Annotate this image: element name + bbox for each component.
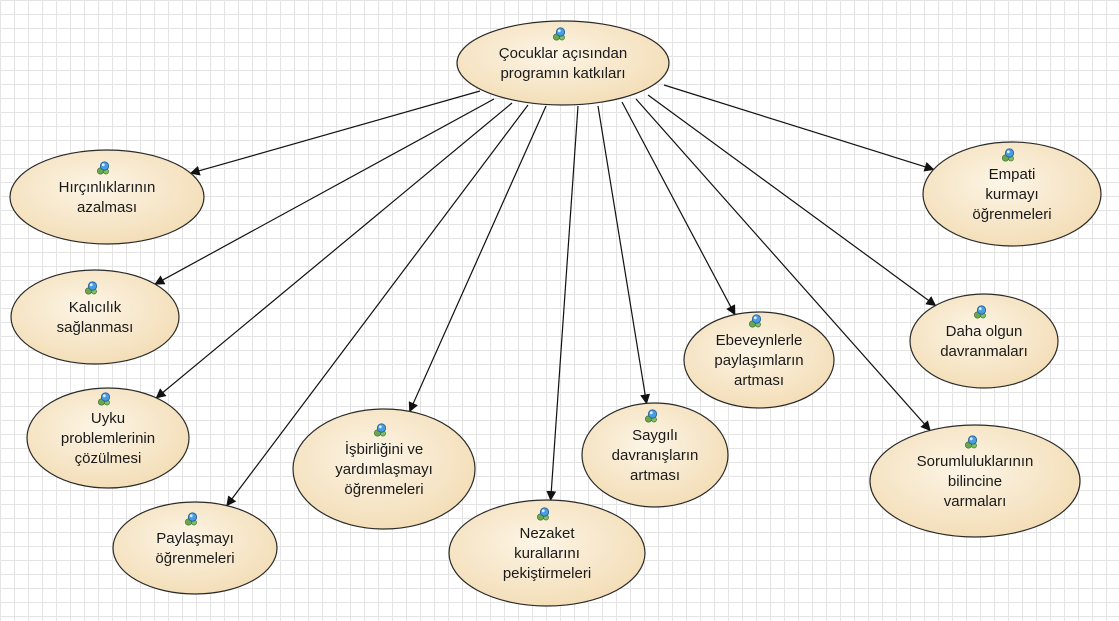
nodes-layer: Çocuklar açısından programın katkılarıHır…	[9, 20, 1102, 607]
node-label-line: öğrenmeleri	[155, 550, 234, 567]
use-case-ellipse[interactable]	[683, 311, 835, 409]
node-label-line: azalması	[77, 199, 137, 216]
use-case-node-olgun[interactable]: Daha olgun davranmaları	[909, 293, 1059, 389]
edges-layer	[154, 84, 937, 507]
node-label-line: Daha olgun	[946, 323, 1023, 340]
node-label-line: Empati	[989, 166, 1036, 183]
node-label-line: Kalıcılık	[69, 299, 122, 316]
edge-root-to-empati	[663, 84, 935, 172]
use-case-node-kalicilik[interactable]: Kalıcılık sağlanması	[10, 269, 180, 365]
node-label-line: artması	[734, 372, 784, 389]
node-label-line: İşbirliğini ve	[345, 440, 423, 458]
node-label-line: öğrenmeleri	[344, 481, 423, 498]
edge-root-to-paylasmayi	[226, 104, 529, 507]
node-label-line: sağlanması	[57, 319, 134, 336]
use-case-node-saygili[interactable]: Saygılı davranışların artması	[581, 402, 729, 508]
use-case-node-isbirligi[interactable]: İşbirliğini ve yardımlaşmayı öğrenmeleri	[292, 408, 476, 530]
use-case-ellipse[interactable]	[112, 501, 278, 595]
node-label-line: kurallarını	[514, 545, 580, 562]
node-label-line: Ebeveynlerle	[716, 332, 803, 349]
node-label-line: paylaşımların	[714, 352, 803, 369]
node-label-line: kurmayı	[985, 186, 1038, 203]
node-label-line: Paylaşmayı	[156, 530, 234, 547]
use-case-node-nezaket[interactable]: Nezaket kurallarını pekiştirmeleri	[448, 499, 646, 607]
node-label-line: problemlerinin	[61, 430, 155, 447]
node-label-line: Nezaket	[519, 525, 575, 542]
use-case-ellipse[interactable]	[26, 387, 190, 489]
use-case-ellipse[interactable]	[922, 141, 1102, 247]
node-label-line: programın katkıları	[500, 65, 625, 82]
edge-root-to-saygili	[597, 105, 651, 405]
edge-root-to-ebeveyn	[621, 101, 736, 316]
use-case-ellipse[interactable]	[909, 293, 1059, 389]
edge-root-to-hircinlik	[189, 90, 481, 176]
node-label-line: öğrenmeleri	[972, 206, 1051, 223]
node-label-line: Uyku	[91, 410, 125, 427]
edge-root-to-kalicilik	[154, 98, 495, 285]
node-label-line: bilincine	[948, 473, 1002, 490]
use-case-ellipse[interactable]	[581, 402, 729, 508]
use-case-ellipse[interactable]	[869, 424, 1081, 538]
use-case-node-sorumluluk[interactable]: Sorumluluklarının bilincine varmaları	[869, 424, 1081, 538]
node-label-line: Saygılı	[632, 427, 678, 444]
edge-root-to-isbirligi	[408, 105, 547, 413]
node-label-line: çözülmesi	[75, 450, 142, 467]
use-case-node-hircinlik[interactable]: Hırçınlıklarının azalması	[9, 149, 205, 245]
node-label-line: Hırçınlıklarının	[59, 179, 156, 196]
use-case-ellipse[interactable]	[292, 408, 476, 530]
use-case-ellipse[interactable]	[448, 499, 646, 607]
node-label-line: davranışların	[612, 447, 699, 464]
node-label-line: pekiştirmeleri	[503, 565, 591, 582]
node-label-line: Çocuklar açısından	[499, 45, 627, 62]
use-case-node-paylasmayi[interactable]: Paylaşmayı öğrenmeleri	[112, 501, 278, 595]
node-label-line: varmaları	[944, 493, 1007, 510]
node-label-line: davranmaları	[940, 343, 1028, 360]
use-case-node-uyku[interactable]: Uyku problemlerinin çözülmesi	[26, 387, 190, 489]
edge-root-to-sorumluluk	[635, 98, 931, 432]
node-label-line: yardımlaşmayı	[335, 461, 433, 478]
use-case-ellipse[interactable]	[456, 20, 670, 106]
edge-root-to-nezaket	[546, 105, 579, 502]
node-label-line: artması	[630, 467, 680, 484]
use-case-ellipse[interactable]	[9, 149, 205, 245]
use-case-node-empati[interactable]: Empati kurmayı öğrenmeleri	[922, 141, 1102, 247]
use-case-node-ebeveyn[interactable]: Ebeveynlerle paylaşımların artması	[683, 311, 835, 409]
node-label-line: Sorumluluklarının	[917, 453, 1034, 470]
edge-root-to-olgun	[647, 94, 937, 307]
edge-root-to-uyku	[155, 102, 513, 399]
use-case-node-root[interactable]: Çocuklar açısından programın katkıları	[456, 20, 670, 106]
use-case-ellipse[interactable]	[10, 269, 180, 365]
